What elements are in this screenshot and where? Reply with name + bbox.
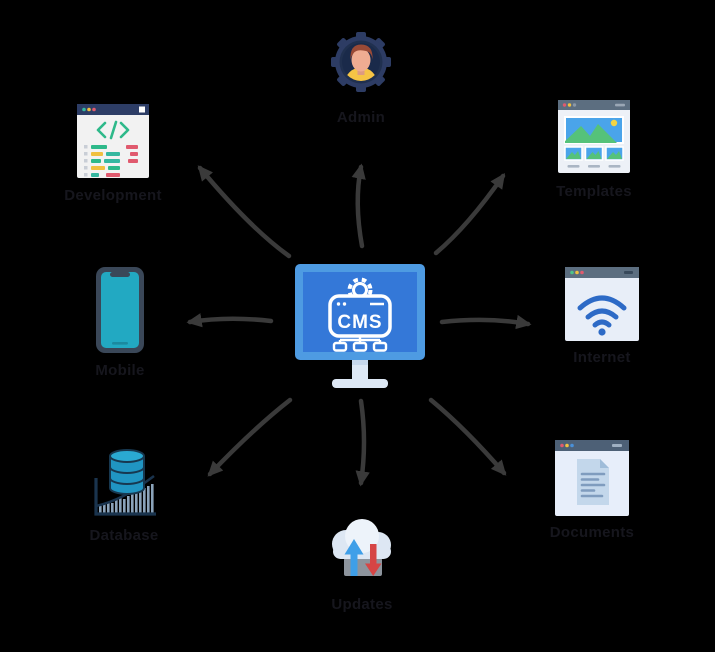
arrow-to-documents	[428, 397, 507, 476]
development-label: Development	[64, 187, 162, 204]
chart-curve	[95, 474, 155, 508]
chart-axis	[94, 478, 156, 516]
download-arrow-icon	[365, 544, 382, 576]
arrow-to-admin	[351, 163, 366, 249]
documents-label: Documents	[549, 524, 635, 541]
phone-notch	[110, 272, 130, 277]
database-label: Database	[89, 527, 159, 544]
database-cylinder	[109, 449, 145, 495]
smartphone-icon	[96, 267, 144, 353]
node-mobile: Mobile	[80, 266, 160, 379]
shirt	[344, 67, 378, 81]
cms-center-node: CMS	[290, 262, 430, 394]
thumbnails	[564, 146, 624, 161]
node-development: Development	[63, 101, 163, 204]
node-admin: Admin	[311, 26, 411, 126]
admin-label: Admin	[336, 109, 386, 126]
mobile-label: Mobile	[95, 362, 145, 379]
arrow-to-database	[207, 397, 293, 477]
arrow-to-internet	[439, 314, 532, 330]
wifi-icon	[577, 295, 627, 328]
gear-icon	[347, 277, 373, 303]
cloud-sync-icon	[332, 519, 391, 576]
page-icon	[577, 459, 609, 505]
node-updates: Updates	[312, 506, 412, 613]
document-window-icon	[555, 440, 629, 516]
updates-label: Updates	[331, 596, 393, 613]
node-documents: Documents	[542, 438, 642, 541]
code-brackets	[96, 120, 130, 140]
templates-label: Templates	[556, 183, 632, 200]
arrow-to-mobile	[186, 313, 274, 328]
code-window-icon	[77, 104, 149, 178]
wifi-window-icon	[565, 267, 639, 341]
internet-label: Internet	[573, 349, 631, 366]
database-chart-icon	[94, 449, 156, 516]
hair	[350, 44, 373, 60]
upload-arrow-icon	[344, 539, 364, 576]
arrow-to-updates	[355, 398, 370, 487]
admin-user-gear-icon	[331, 32, 391, 92]
cms-monitor-icon: CMS	[295, 264, 425, 388]
hero-image	[565, 119, 618, 143]
arrow-to-templates	[433, 173, 506, 256]
chart-bars	[99, 484, 154, 514]
arrow-to-development	[197, 165, 292, 259]
node-internet: Internet	[552, 265, 652, 366]
cms-label: CMS	[337, 312, 382, 333]
code-lines	[84, 145, 138, 177]
face	[351, 48, 371, 72]
image-gallery-window-icon	[558, 100, 630, 173]
node-templates: Templates	[544, 97, 644, 200]
node-database: Database	[74, 436, 174, 544]
